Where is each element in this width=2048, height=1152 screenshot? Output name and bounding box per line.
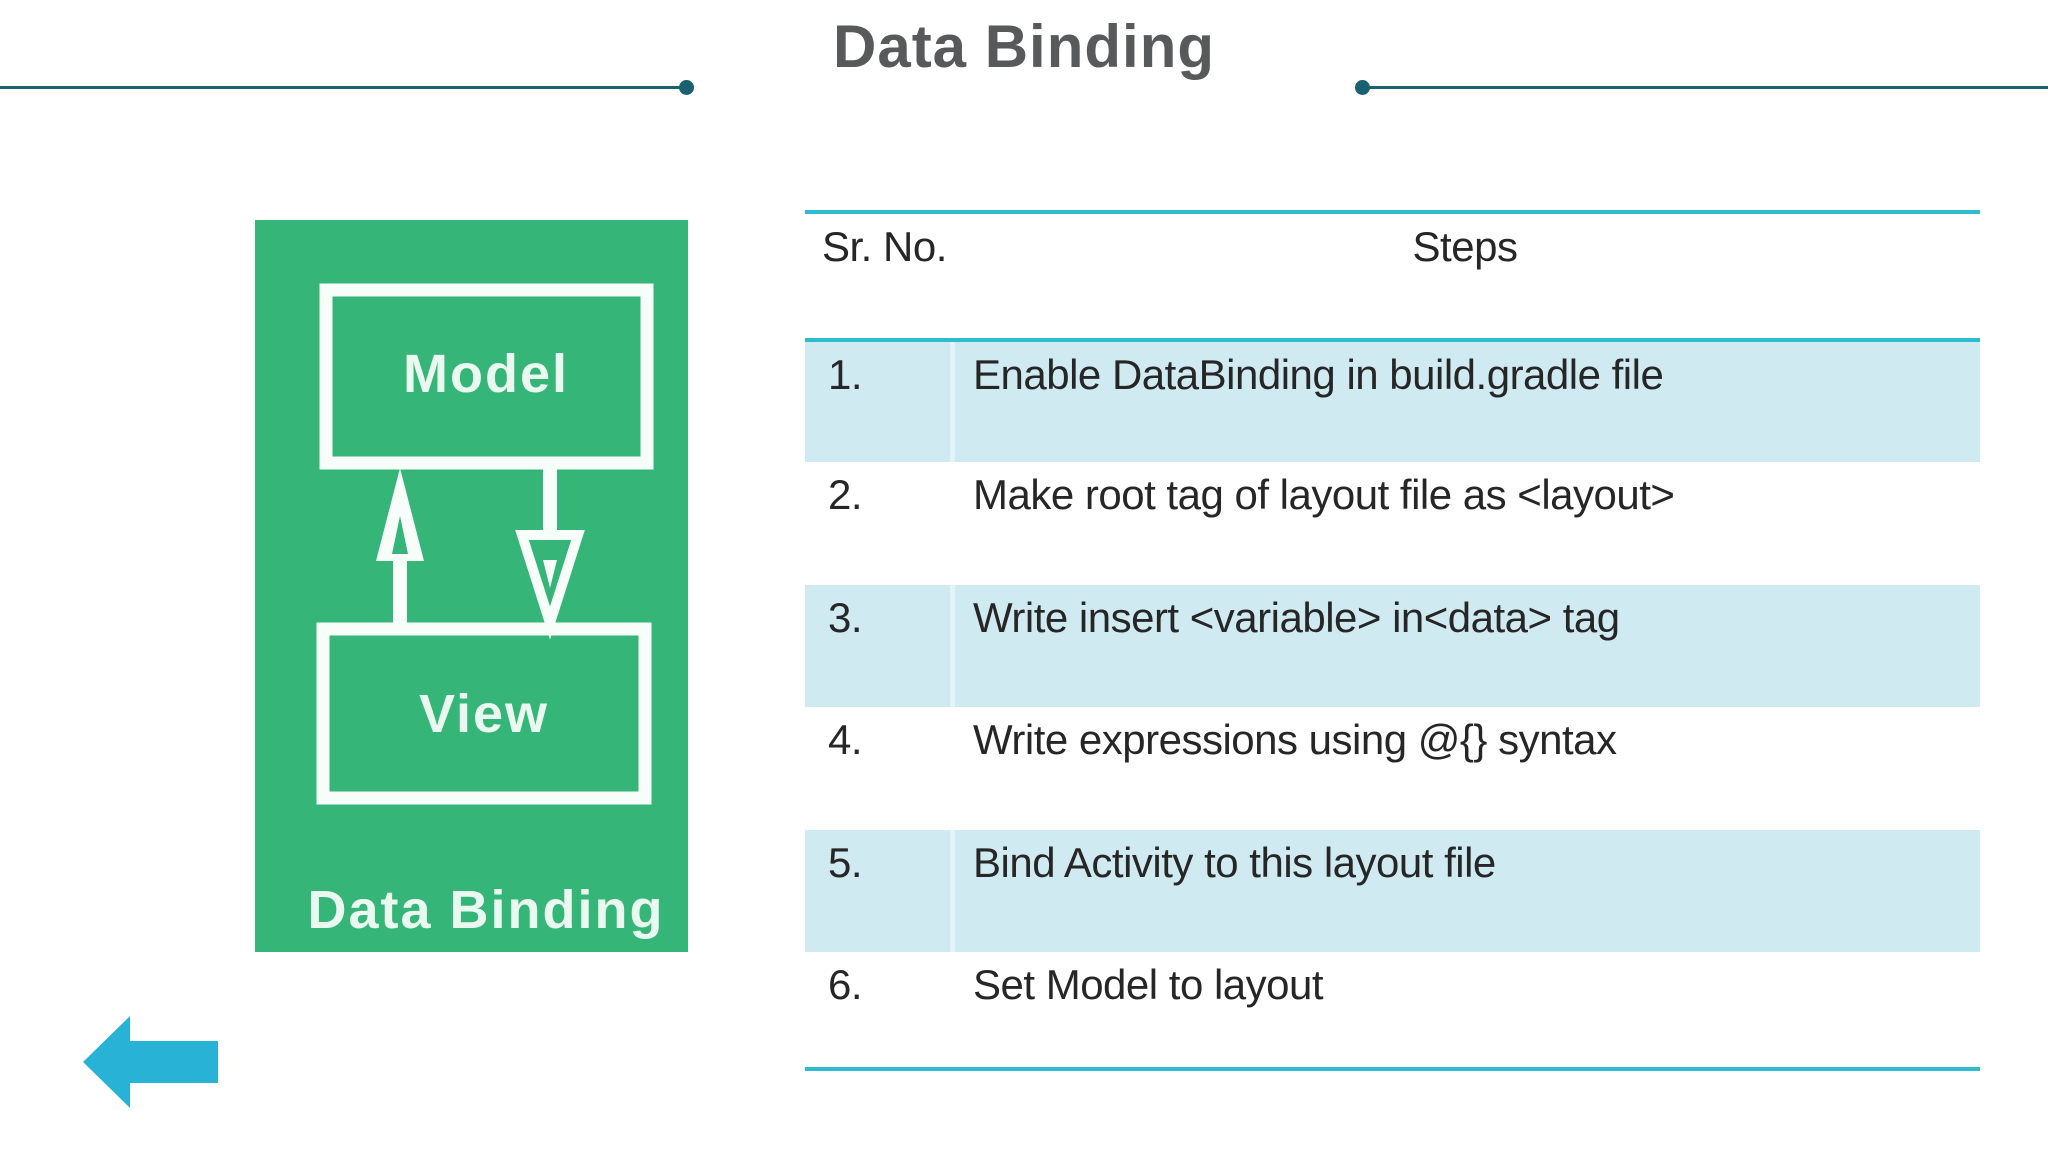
step-cell: Set Model to layout [950,952,1980,1067]
table-row: 1. Enable DataBinding in build.gradle fi… [805,342,1980,462]
back-arrow-icon [83,1016,218,1108]
row-number-cell: 2. [805,462,950,585]
row-number-cell: 4. [805,707,950,830]
view-label: View [419,684,549,744]
model-label: Model [403,344,569,404]
table-row: 4. Write expressions using @{} syntax [805,707,1980,830]
title-divider-left-line [0,86,680,89]
view-box [316,622,652,805]
row-number: 2. [828,471,863,518]
down-arrow-icon [515,463,585,640]
steps-table: Sr. No. Steps 1. Enable DataBinding in b… [805,210,1980,1071]
step-cell: Make root tag of layout file as <layout> [950,462,1980,585]
row-number: 3. [828,594,863,641]
step-text: Make root tag of layout file as <layout> [973,471,1675,518]
row-number: 6. [828,961,863,1008]
column-divider [950,342,955,462]
table-header-row: Sr. No. Steps [805,214,1980,338]
table-row: 6. Set Model to layout [805,952,1980,1067]
row-number: 1. [828,351,863,398]
column-header-label: Sr. No. [822,223,947,270]
up-arrow-icon [376,468,424,631]
diagram-graphic: Model View Data Binding [308,283,665,940]
row-number-cell: 5. [805,830,950,952]
step-cell: Write insert <variable> in<data> tag [950,585,1980,707]
column-divider [950,830,955,952]
title-divider-right-line [1369,86,2048,89]
step-text: Write expressions using @{} syntax [973,716,1617,763]
step-cell: Bind Activity to this layout file [950,830,1980,952]
row-number-cell: 3. [805,585,950,707]
title-divider-right-dot [1355,80,1370,95]
row-number: 4. [828,716,863,763]
title-divider-left-dot [679,80,694,95]
column-divider [950,585,955,707]
row-number: 5. [828,839,863,886]
column-header-label: Steps [1412,223,1518,270]
step-text: Bind Activity to this layout file [973,839,1496,886]
row-number-cell: 1. [805,342,950,462]
step-cell: Write expressions using @{} syntax [950,707,1980,830]
data-binding-diagram: Model View Data Binding [255,220,688,952]
step-text: Enable DataBinding in build.gradle file [973,351,1664,398]
table-top-border [805,210,1980,214]
step-text: Set Model to layout [973,961,1324,1008]
page-title: Data Binding [833,13,1215,80]
model-box [319,283,654,470]
table-row: 3. Write insert <variable> in<data> tag [805,585,1980,707]
table-row: 2. Make root tag of layout file as <layo… [805,462,1980,585]
step-cell: Enable DataBinding in build.gradle file [950,342,1980,462]
table-bottom-border [805,1067,1980,1071]
table-row: 5. Bind Activity to this layout file [805,830,1980,952]
diagram-caption: Data Binding [308,880,665,940]
step-text: Write insert <variable> in<data> tag [973,594,1620,641]
back-button[interactable] [60,1008,230,1112]
column-header-steps: Steps [950,214,1980,338]
row-number-cell: 6. [805,952,950,1067]
column-header-sr-no: Sr. No. [805,214,950,338]
table-header-bottom-border [805,338,1980,342]
